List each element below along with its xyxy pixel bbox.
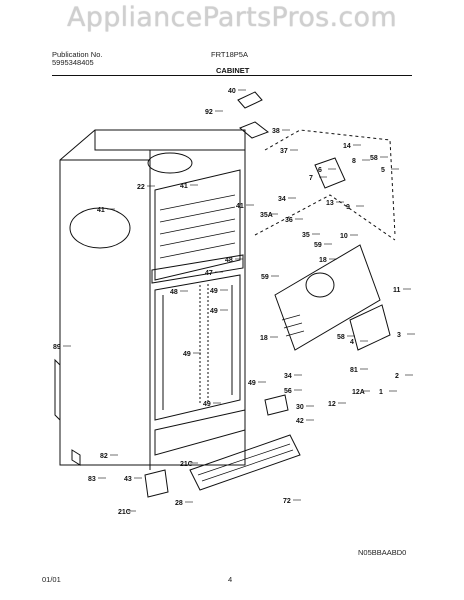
- callout-58: 58: [337, 334, 345, 341]
- callout-41: 41: [180, 183, 188, 190]
- dashed-reference: [254, 194, 396, 241]
- callout-37: 37: [280, 148, 288, 155]
- callout-48: 48: [225, 257, 233, 264]
- callout-12a: 12A: [352, 389, 365, 396]
- publication-label: Publication No.: [52, 50, 103, 59]
- toe-grille: [189, 434, 301, 491]
- callout-59: 59: [261, 274, 269, 281]
- callout-35a: 35A: [260, 212, 273, 219]
- watermark: AppliancePartsPros.com: [67, 2, 397, 33]
- callout-5: 5: [381, 167, 385, 174]
- callout-49: 49: [210, 308, 218, 315]
- callout-41: 41: [97, 207, 105, 214]
- cabinet-inner-left: [94, 130, 151, 470]
- callout-9: 9: [346, 204, 350, 211]
- page-number: 4: [228, 575, 233, 584]
- callout-38: 38: [272, 128, 280, 135]
- model-number: FRT18P5A: [211, 50, 248, 59]
- callout-92: 92: [205, 109, 213, 116]
- callout-7: 7: [309, 175, 313, 182]
- footer-date: 01/01: [42, 575, 61, 584]
- callout-6: 6: [318, 167, 322, 174]
- callout-81: 81: [350, 367, 358, 374]
- callout-49: 49: [183, 351, 191, 358]
- callout-49: 49: [248, 380, 256, 387]
- divider: [151, 254, 244, 284]
- hinge-detail: [69, 207, 131, 249]
- callout-58: 58: [370, 155, 378, 162]
- callout-89: 89: [53, 344, 61, 351]
- callout-47: 47: [205, 270, 213, 277]
- callout-4: 4: [350, 339, 354, 346]
- callout-28: 28: [175, 500, 183, 507]
- callout-10: 10: [340, 233, 348, 240]
- callout-34: 34: [278, 196, 286, 203]
- callout-83: 83: [88, 476, 96, 483]
- callout-59: 59: [314, 242, 322, 249]
- callout-49: 49: [210, 288, 218, 295]
- callout-18: 18: [319, 257, 327, 264]
- callout-41: 41: [236, 203, 244, 210]
- callout-leaders: [63, 89, 415, 512]
- callout-12: 12: [328, 401, 336, 408]
- evaporator-cover: [274, 244, 381, 351]
- diagram-code: N05BBAABD0: [358, 548, 407, 557]
- callout-8: 8: [352, 158, 356, 165]
- callout-35: 35: [302, 232, 310, 239]
- cabinet-outline: [59, 129, 246, 466]
- callout-82: 82: [100, 453, 108, 460]
- callout-56: 56: [284, 388, 292, 395]
- callout-30: 30: [296, 404, 304, 411]
- callout-2: 2: [395, 373, 399, 380]
- callout-34: 34: [284, 373, 292, 380]
- callout-72: 72: [283, 498, 291, 505]
- publication-number: 5995348405: [52, 58, 94, 67]
- callout-13: 13: [326, 200, 334, 207]
- callout-3: 3: [397, 332, 401, 339]
- callout-36: 36: [285, 217, 293, 224]
- fresh-food-compartment: [154, 274, 241, 421]
- callout-49: 49: [203, 401, 211, 408]
- callout-43: 43: [124, 476, 132, 483]
- freezer-compartment: [154, 169, 241, 281]
- callout-1: 1: [379, 389, 383, 396]
- callout-14: 14: [343, 143, 351, 150]
- callout-22: 22: [137, 184, 145, 191]
- callout-21c: 21C: [180, 461, 193, 468]
- header-rule: [52, 75, 412, 76]
- callout-48: 48: [170, 289, 178, 296]
- callout-40: 40: [228, 88, 236, 95]
- section-title: CABINET: [216, 66, 250, 75]
- callout-11: 11: [393, 287, 401, 294]
- callout-42: 42: [296, 418, 304, 425]
- callout-21c: 21C: [118, 509, 131, 516]
- callout-18: 18: [260, 335, 268, 342]
